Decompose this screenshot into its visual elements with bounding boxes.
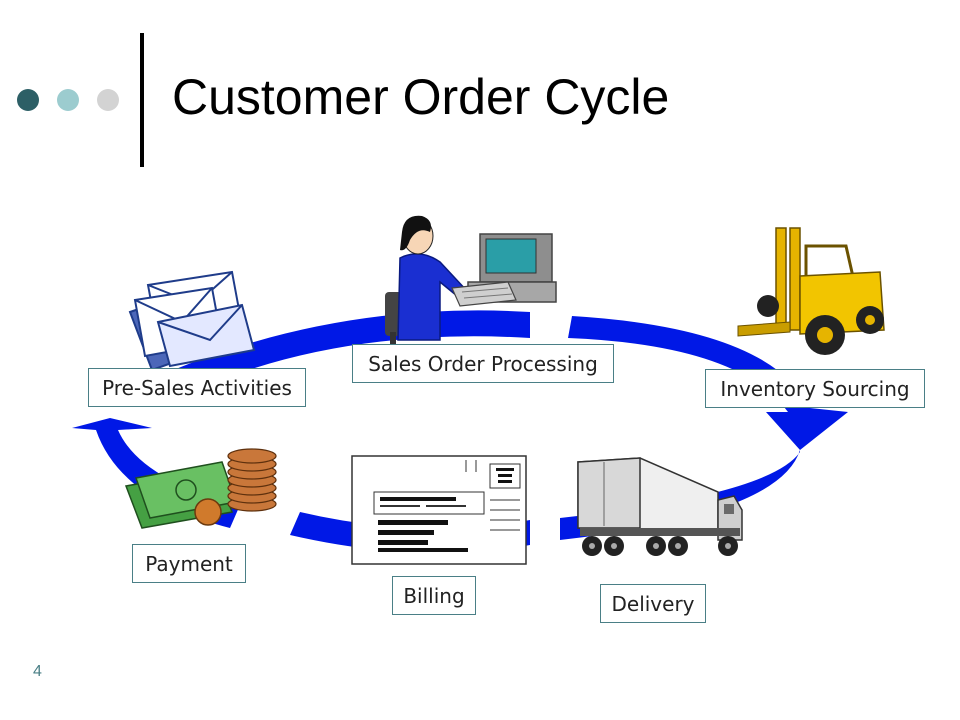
envelopes-icon [128,270,256,372]
step-label-payment: Payment [132,544,246,583]
page-number: 4 [33,663,42,680]
header-dot-mid [57,89,79,111]
money-icon [124,448,277,529]
invoice-icon [351,455,527,565]
step-label-pre-sales-activities: Pre-Sales Activities [88,368,306,407]
header-dot-light [97,89,119,111]
clerk-at-computer-icon [385,215,557,346]
header-divider [140,33,144,167]
step-label-delivery: Delivery [600,584,706,623]
truck-icon [577,457,743,556]
slide-title: Customer Order Cycle [172,69,670,125]
step-label-inventory-sourcing: Inventory Sourcing [705,369,925,408]
step-label-sales-order-processing: Sales Order Processing [352,344,614,383]
header-dot-dark [17,89,39,111]
arrow-top-right [568,316,848,450]
step-label-billing: Billing [392,576,476,615]
forklift-icon [737,227,885,355]
